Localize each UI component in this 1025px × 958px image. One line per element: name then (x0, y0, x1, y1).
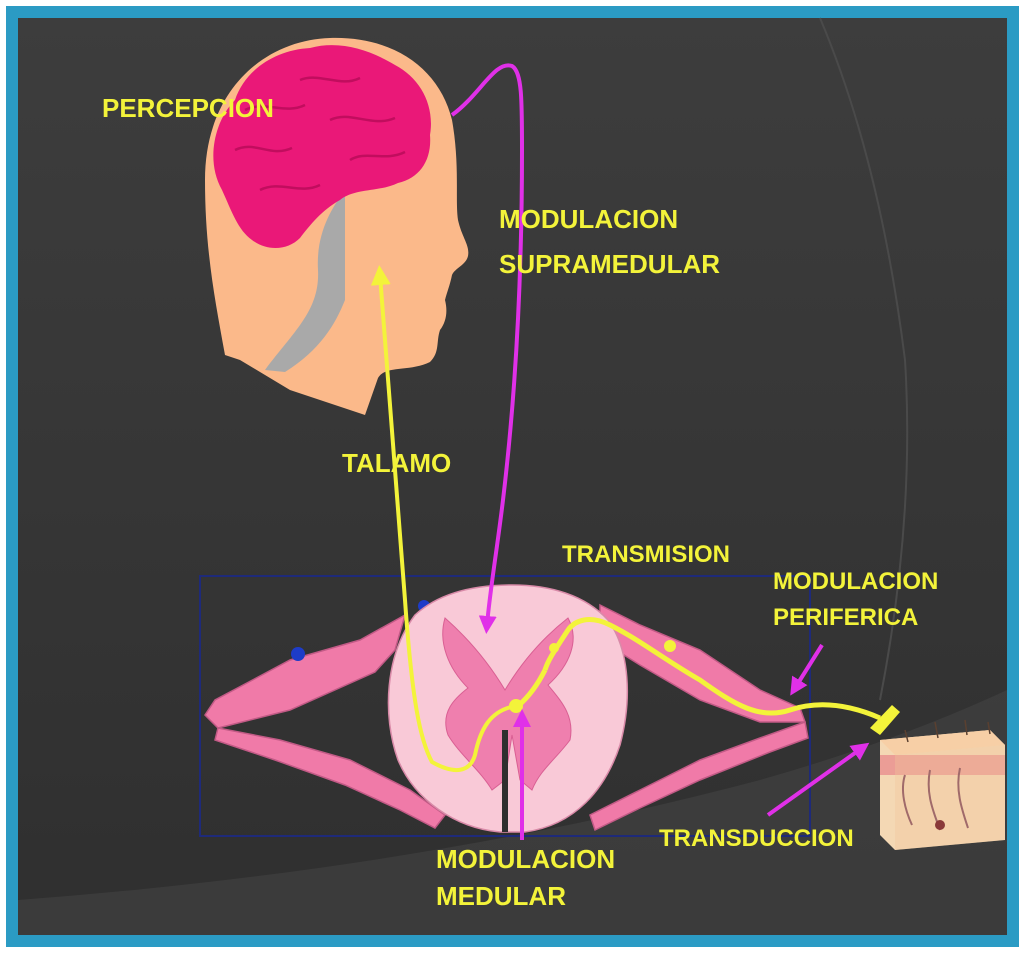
label-modulacion-medular-line2: MEDULAR (436, 881, 566, 911)
ganglion-dot-left (291, 647, 305, 661)
dorsal-root-ganglion-cell (664, 640, 676, 652)
label-percepcion: PERCEPCION (102, 93, 274, 123)
label-transduccion: TRANSDUCCION (659, 825, 854, 852)
label-modulacion-medular-line1: MODULACION (436, 844, 615, 874)
label-transmision: TRANSMISION (562, 541, 730, 568)
label-modulacion-supramedular-line2: SUPRAMEDULAR (499, 249, 720, 279)
label-talamo: TALAMO (342, 448, 451, 478)
skin-block-icon (880, 720, 1005, 850)
label-modulacion-periferica-line2: PERIFERICA (773, 604, 918, 631)
label-modulacion-periferica-line1: MODULACION (773, 568, 938, 595)
dorsal-horn-synapse (549, 643, 559, 653)
label-modulacion-supramedular-line1: MODULACION (499, 204, 678, 234)
